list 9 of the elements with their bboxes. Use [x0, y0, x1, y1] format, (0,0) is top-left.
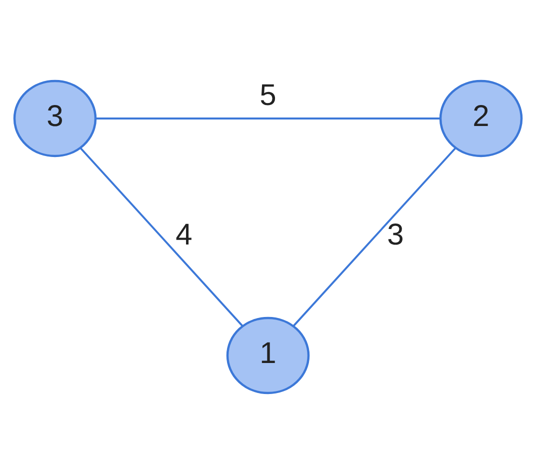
node-circle: 1 — [226, 316, 310, 394]
connector — [96, 118, 440, 120]
edge-label: 4 — [176, 218, 192, 252]
node-circle: 3 — [13, 80, 97, 158]
edge-label: 3 — [387, 218, 404, 252]
connector — [293, 148, 456, 326]
edge-label: 5 — [260, 79, 276, 112]
connector — [80, 148, 243, 326]
node-circle: 2 — [439, 80, 523, 158]
